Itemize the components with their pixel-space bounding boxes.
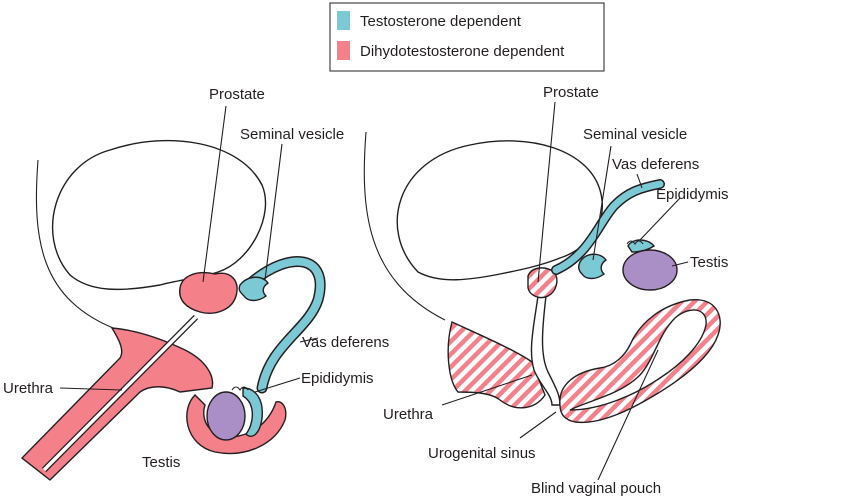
left-label-epididymis: Epididymis xyxy=(301,370,374,387)
left-testis xyxy=(206,391,246,441)
legend: Testosterone dependent Dihydotestosteron… xyxy=(329,2,605,72)
left-urethra-leader xyxy=(59,387,123,391)
left-label-urethra: Urethra xyxy=(3,380,54,397)
right-label-seminal-vesicle: Seminal vesicle xyxy=(583,126,687,143)
right-testis xyxy=(622,249,678,291)
left-body-outline xyxy=(35,159,119,331)
right-seminal-vesicle-leader xyxy=(592,145,612,261)
left-label-vas-deferens: Vas deferens xyxy=(302,334,389,351)
right-testis-leader xyxy=(671,261,689,267)
right-label-urogenital-sinus: Urogenital sinus xyxy=(428,445,536,462)
left-label-seminal-vesicle: Seminal vesicle xyxy=(240,126,344,143)
right-epididymis-leader xyxy=(639,197,681,241)
right-seminal-vesicle xyxy=(577,253,608,280)
right-bladder xyxy=(396,140,603,281)
legend-swatch-testosterone xyxy=(337,11,350,30)
female-diagram: Prostate Seminal vesicle Vas deferens Ep… xyxy=(363,84,729,497)
right-epididymis-coil xyxy=(626,240,644,245)
left-epididymis-coil xyxy=(231,386,249,391)
right-urogenital-sinus-leader xyxy=(519,411,557,439)
left-urethra-lumen xyxy=(42,315,198,472)
right-vas-deferens-fill xyxy=(552,180,664,274)
right-blind-vaginal-pouch-leader xyxy=(597,349,659,481)
legend-label-dht: Dihydotestosterone dependent xyxy=(360,43,565,60)
legend-swatch-dht xyxy=(337,41,350,60)
right-label-epididymis: Epididymis xyxy=(656,186,729,203)
left-bladder xyxy=(51,139,267,291)
right-label-blind-vaginal-pouch: Blind vaginal pouch xyxy=(531,480,661,497)
left-seminal-vesicle-leader xyxy=(264,143,283,281)
right-vas-deferens-leader xyxy=(636,173,643,189)
legend-box xyxy=(329,2,605,72)
left-epididymis xyxy=(242,387,263,437)
right-prostate-leader xyxy=(537,101,556,283)
right-label-urethra: Urethra xyxy=(383,406,434,423)
right-prostate xyxy=(527,267,558,299)
right-label-vas-deferens: Vas deferens xyxy=(612,156,699,173)
right-label-prostate: Prostate xyxy=(543,84,599,101)
left-vas-deferens-leader xyxy=(299,337,319,343)
left-label-testis: Testis xyxy=(142,454,180,471)
right-body-outline xyxy=(363,131,446,321)
right-urogenital-hatch xyxy=(447,321,546,409)
left-vas-deferens-fill xyxy=(248,257,324,392)
left-label-prostate: Prostate xyxy=(209,86,265,103)
right-blind-vaginal-pouch xyxy=(569,309,707,411)
left-seminal-vesicle xyxy=(238,276,270,302)
left-penis xyxy=(20,327,214,481)
right-urethra-leader xyxy=(441,374,533,406)
left-prostate xyxy=(179,271,238,314)
male-diagram: Prostate Seminal vesicle Vas deferens Ep… xyxy=(3,86,389,481)
right-label-testis: Testis xyxy=(690,254,728,271)
left-prostate-leader xyxy=(202,105,227,283)
legend-label-testosterone: Testosterone dependent xyxy=(360,13,522,30)
left-epididymis-leader xyxy=(254,377,301,393)
